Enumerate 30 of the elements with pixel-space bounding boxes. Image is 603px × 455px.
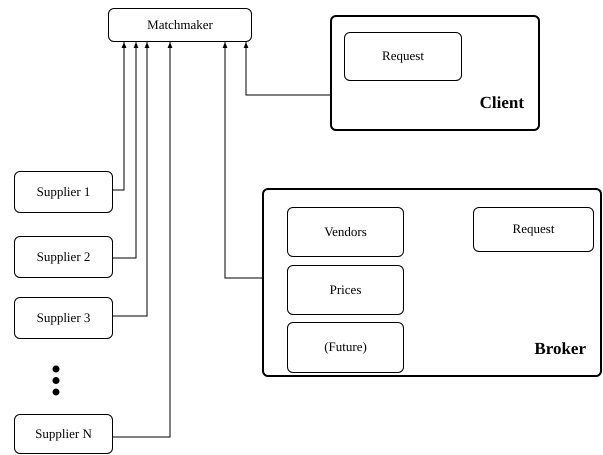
box-label: Prices <box>330 282 362 298</box>
box-label: Supplier 3 <box>36 310 90 326</box>
process-box <box>14 297 113 339</box>
process-box <box>287 322 404 373</box>
connector-arrow <box>112 42 150 316</box>
box-label: Supplier 2 <box>36 248 90 266</box>
connector-arrow <box>112 42 138 258</box>
group-title: Broker <box>534 340 586 357</box>
group-title: Client <box>480 94 524 111</box>
process-box <box>14 171 113 213</box>
box-label: Supplier 1 <box>36 184 90 200</box>
box-label: (Future) <box>324 339 367 356</box>
connector-arrow <box>112 42 172 438</box>
group-box <box>330 15 540 131</box>
process-box <box>287 207 404 257</box>
process-box <box>108 8 252 42</box>
process-box <box>473 207 594 252</box>
process-box <box>287 265 404 315</box>
connector-arrow <box>222 42 262 278</box>
process-box <box>344 32 462 81</box>
process-box <box>14 236 113 278</box>
group-box <box>262 188 602 377</box>
box-label: Matchmaker <box>147 16 213 34</box>
box-label: Supplier N <box>35 426 92 442</box>
connector-arrow <box>244 42 330 96</box>
box-label: Request <box>512 221 554 238</box>
box-label: Request <box>382 48 424 65</box>
process-box <box>14 414 113 454</box>
box-label: Vendors <box>324 224 367 240</box>
connector-arrow <box>112 42 126 190</box>
